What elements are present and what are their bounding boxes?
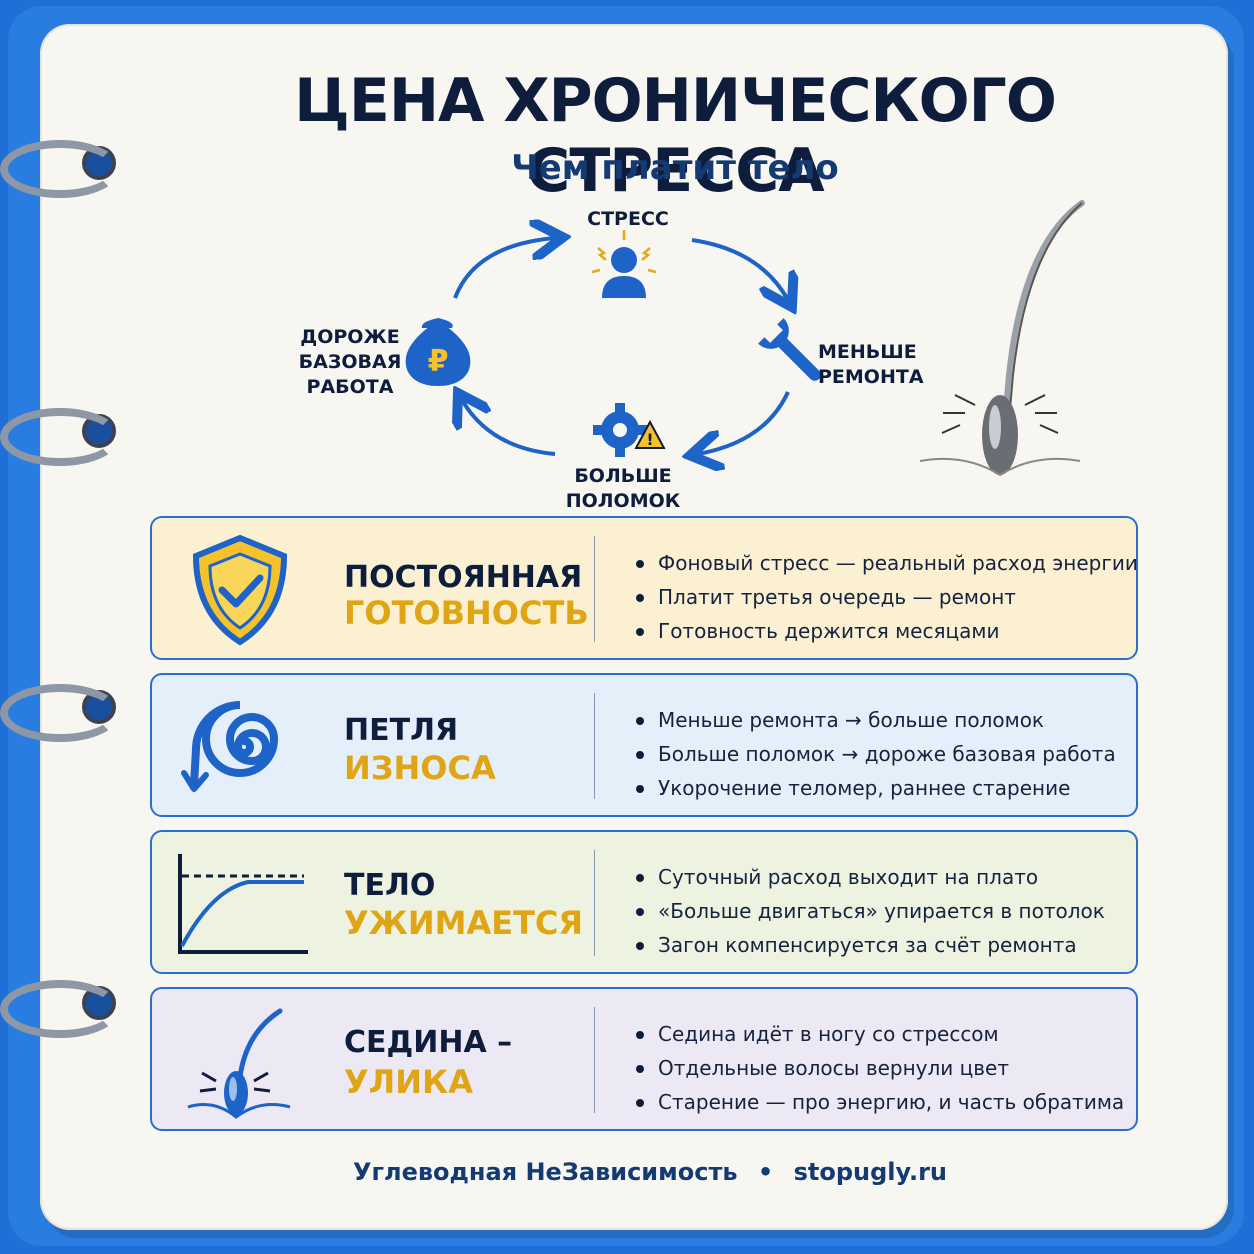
svg-text:₽: ₽ — [428, 344, 449, 379]
hair-strand-icon — [919, 200, 1085, 477]
wrench-icon — [758, 318, 821, 381]
footer-brand: Углеводная НеЗависимость — [352, 1158, 738, 1186]
cycle-label-more-breaks: БОЛЬШЕ ПОЛОМОК — [565, 465, 681, 512]
arrow-to-costlier-base — [462, 400, 556, 456]
footer: Углеводная НеЗависимость • stopugly.ru — [150, 1158, 1150, 1186]
cycle-label-costlier-base: ДОРОЖЕ БАЗОВАЯ РАБОТА — [298, 326, 402, 398]
list-item: Отдельные волосы вернули цвет — [634, 1051, 1124, 1085]
card-bullets: Фоновый стресс — реальный расход энергии… — [634, 546, 1138, 648]
list-item: Загон компенсируется за счёт ремонта — [634, 928, 1105, 962]
shield-check-icon — [192, 534, 288, 646]
money-bag-icon: ₽ — [405, 318, 471, 386]
card-bullets: Меньше ремонта → больше поломок Больше п… — [634, 703, 1116, 805]
card-constant-readiness: ПОСТОЯННАЯ ГОТОВНОСТЬ Фоновый стресс — р… — [150, 516, 1138, 660]
stress-cycle-diagram: ! ₽ — [405, 200, 821, 500]
footer-separator: • — [757, 1158, 774, 1186]
list-item: Меньше ремонта → больше поломок — [634, 703, 1116, 737]
card-title-line1: ТЕЛО — [344, 868, 436, 903]
card-title-line2: ГОТОВНОСТЬ — [344, 594, 589, 632]
footer-site-link[interactable]: stopugly.ru — [793, 1158, 948, 1186]
arrow-to-more-breaks — [698, 391, 790, 454]
card-gray-hair-evidence: СЕДИНА – УЛИКА Седина идёт в ногу со стр… — [150, 987, 1138, 1131]
hair-follicle-icon — [187, 1008, 291, 1119]
card-title-line1: ПЕТЛЯ — [344, 713, 459, 748]
spiral-icon — [181, 701, 279, 792]
card-wear-loop: ПЕТЛЯ ИЗНОСА Меньше ремонта → больше пол… — [150, 673, 1138, 817]
card-bullets: Суточный расход выходит на плато «Больше… — [634, 860, 1105, 962]
list-item: Суточный расход выходит на плато — [634, 860, 1105, 894]
page-title: ЦЕНА ХРОНИЧЕСКОГО СТРЕССА — [294, 66, 1057, 206]
list-item: Платит третья очередь — ремонт — [634, 580, 1138, 614]
plateau-graph-icon — [178, 854, 308, 954]
list-item: Седина идёт в ногу со стрессом — [634, 1017, 1124, 1051]
list-item: Старение — про энергию, и часть обратима — [634, 1085, 1124, 1119]
list-item: Готовность держится месяцами — [634, 614, 1138, 648]
card-title-line2: УЖИМАЕТСЯ — [344, 904, 584, 942]
card-title-line2: ИЗНОСА — [344, 749, 496, 787]
svg-text:!: ! — [646, 430, 653, 449]
gear-warning-icon: ! — [593, 403, 666, 457]
card-title-line1: СЕДИНА – — [344, 1025, 513, 1060]
page-subtitle: Чем платит тело — [511, 148, 839, 188]
arrow-to-less-repair — [691, 238, 788, 300]
list-item: Фоновый стресс — реальный расход энергии — [634, 546, 1138, 580]
card-title-line2: УЛИКА — [344, 1063, 473, 1101]
list-item: «Больше двигаться» упирается в потолок — [634, 894, 1105, 928]
card-title-line1: ПОСТОЯННАЯ — [344, 560, 583, 595]
cycle-label-stress: СТРЕСС — [587, 208, 669, 230]
cycle-label-less-repair: МЕНЬШЕ РЕМОНТА — [818, 341, 924, 388]
list-item: Больше поломок → дороже базовая работа — [634, 737, 1116, 771]
card-body-shrinks: ТЕЛО УЖИМАЕТСЯ Суточный расход выходит н… — [150, 830, 1138, 974]
list-item: Укорочение теломер, раннее старение — [634, 771, 1116, 805]
arrow-to-stress — [453, 238, 555, 299]
stressed-person-icon — [591, 230, 657, 298]
card-bullets: Седина идёт в ногу со стрессом Отдельные… — [634, 1017, 1124, 1119]
